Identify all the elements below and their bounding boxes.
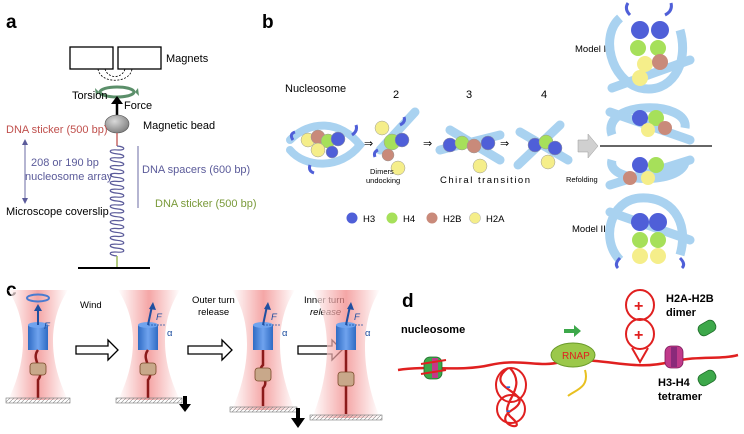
model-2-label: Model II [572,224,606,235]
minus-sign-1: - [506,378,511,394]
arrow-wind-icon [75,338,119,362]
force-symbol-4: F [354,312,361,323]
nucleosome-stage-1-icon [286,121,366,175]
dimer-label-line2: dimer [666,307,697,319]
dimer-icon-2 [697,369,717,387]
nucleosome-icon [420,356,447,380]
array-type-label: nucleosome array [25,171,113,183]
nucleosome-stage-4-icon [513,120,573,170]
force-label: Force [124,100,152,112]
stage-2-label: 2 [393,89,399,101]
dimer-label-line1: H2A-H2B [666,293,714,305]
panel-a-letter: a [6,12,17,33]
dna-sticker-bottom-label: DNA sticker (500 bp) [155,198,256,210]
dimers-label-line2: undocking [366,176,400,185]
model-2-bottom-icon [605,193,695,270]
magnetic-bead-icon [104,114,130,134]
outer-turn-label-line2: release [198,307,229,318]
arrow-2-icon: ⇒ [423,138,432,150]
legend-h2b-swatch [426,212,438,224]
array-span-arrow [22,139,28,204]
plus-sign-1: + [634,298,643,315]
legend-h4-label: H4 [403,214,415,225]
negative-supercoil-icon [495,367,527,428]
tetramer-icon [664,345,684,369]
arrow-outer-icon [187,338,233,362]
legend-h2a-label: H2A [486,214,505,225]
panel-d-letter: d [402,291,414,312]
dimer-icon-1 [697,319,717,337]
magnets-label: Magnets [166,53,209,65]
arrow-1-icon: ⇒ [364,138,373,150]
minus-sign-2: - [506,402,511,418]
outer-release-frame [115,290,183,404]
down-arrow-1-icon [179,396,191,412]
alpha-symbol-2: α [167,328,173,339]
stage-3-label: 3 [466,89,472,101]
chiral-transition-label: Chiral transition [440,175,532,186]
positive-supercoil-icon [625,289,655,365]
force-symbol-2: F [156,312,163,323]
nucleosome-stage-2-icon [372,107,420,176]
panel-b: b Nucleosome 2 3 4 ⇒ Dimers undock [262,2,712,270]
dna-spacers-label: DNA spacers (600 bp) [142,164,250,176]
refolding-label: Refolding [566,175,598,184]
legend-h3-label: H3 [363,214,375,225]
dna-tether-icon [109,133,125,267]
tetramer-label-line1: H3-H4 [658,377,691,389]
wind-label: Wind [80,300,102,311]
array-length-label: 208 or 190 bp [31,157,99,169]
panel-a: a Magnets Torsion Force Magnetic bead DN… [6,12,256,269]
nucleosome-stage-3-icon [435,125,505,174]
final-frame [309,290,383,421]
force-symbol-1: F [44,321,51,332]
dimers-label-line1: Dimers [370,167,394,176]
refold-arrow-icon [577,133,599,159]
model-2-top-icon [605,155,695,190]
torsion-label: Torsion [72,90,107,102]
model-1-top-icon [605,2,695,94]
magnetic-bead-label: Magnetic bead [143,120,215,132]
down-arrow-2-icon [291,408,305,428]
model-1-bottom-icon [605,103,695,145]
legend-h2a-swatch [469,212,481,224]
nucleosome-stage-label: Nucleosome [285,83,346,95]
tetramer-label-line2: tetramer [658,391,703,403]
panel-d: d nucleosome - - RNAP + + [397,289,739,428]
panel-b-letter: b [262,12,274,33]
dna-sticker-top-label: DNA sticker (500 bp) [6,124,107,136]
outer-turn-label-line1: Outer turn [192,295,235,306]
alpha-symbol-3: α [282,328,288,339]
rna-transcript-icon [567,369,587,397]
plus-sign-2: + [634,327,643,344]
inner-release-frame [229,290,298,413]
legend-h3-swatch [346,212,358,224]
rnap-label: RNAP [562,351,590,362]
wind-frame [5,290,71,404]
microscope-coverslip-label: Microscope coverslip [6,206,109,218]
nucleosome-label: nucleosome [401,324,465,336]
panel-c: c F Wind F α Out [5,280,383,428]
rnap-icon [550,342,596,368]
alpha-symbol-4: α [365,328,371,339]
direction-arrow-icon [564,325,581,337]
legend-h2b-label: H2B [443,214,461,225]
arrow-3-icon: ⇒ [500,138,509,150]
legend-h4-swatch [386,212,398,224]
histone-legend: H3 H4 H2B H2A [346,212,505,225]
force-symbol-3: F [271,312,278,323]
magnets-icon [69,46,162,81]
stage-4-label: 4 [541,89,547,101]
model-1-label: Model I [575,44,606,55]
